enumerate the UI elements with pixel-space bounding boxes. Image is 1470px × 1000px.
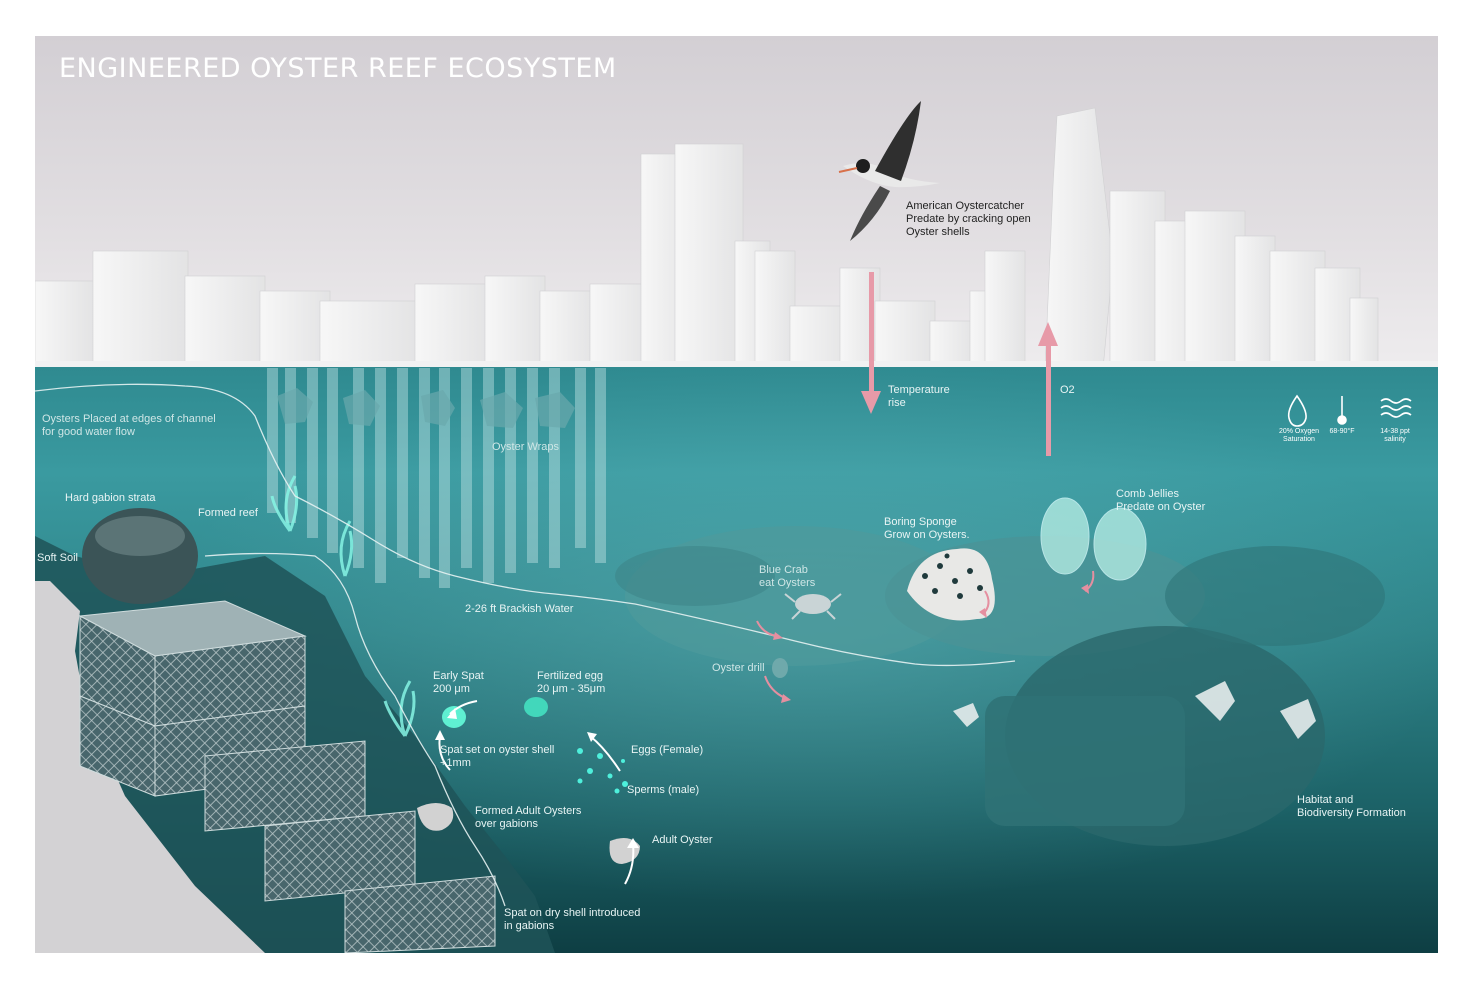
label-hard-gabion: Hard gabion strata bbox=[65, 492, 156, 505]
condition-icons bbox=[1287, 394, 1412, 427]
label-spat-dry-shell: Spat on dry shell introduced in gabions bbox=[504, 907, 640, 933]
label-comb-jellies: Comb Jellies Predate on Oyster bbox=[1116, 488, 1205, 514]
label-boring-sponge: Boring Sponge Grow on Oysters. bbox=[884, 516, 970, 542]
diagram-title: ENGINEERED OYSTER REEF ECOSYSTEM bbox=[59, 53, 617, 84]
label-sperms-male: Sperms (male) bbox=[627, 784, 699, 797]
label-temperature-line: Temperature bbox=[888, 384, 950, 396]
label-eggs-line: Eggs (Female) bbox=[631, 744, 704, 756]
label-oyster-drill-line: Oyster drill bbox=[712, 662, 765, 674]
label-habitat-line: Biodiversity Formation bbox=[1297, 807, 1406, 819]
reef-mounds bbox=[615, 526, 1385, 846]
label-formed-reef-line: Formed reef bbox=[198, 507, 258, 519]
oxygen-label-line: Saturation bbox=[1283, 436, 1315, 443]
label-spat-dry-line: Spat on dry shell introduced bbox=[504, 907, 641, 919]
label-formed-adult-line: over gabions bbox=[475, 818, 538, 830]
label-soft-soil-line: Soft Soil bbox=[37, 552, 78, 564]
label-oystercatcher-line: Oyster shells bbox=[906, 226, 970, 238]
label-formed-adult-line: Formed Adult Oysters bbox=[475, 805, 582, 817]
label-spat-set-line: +1mm bbox=[440, 757, 471, 769]
label-oyster-wraps: Oyster Wraps bbox=[492, 441, 559, 454]
label-fertilized-egg: Fertilized egg 20 μm - 35μm bbox=[537, 670, 605, 696]
label-brackish-line: 2-26 ft Brackish Water bbox=[465, 603, 574, 615]
comb-jellies bbox=[1040, 497, 1147, 581]
label-oyster-drill: Oyster drill bbox=[712, 662, 765, 675]
sperm-egg-particles bbox=[577, 748, 628, 794]
label-spat-set-line: Spat set on oyster shell bbox=[440, 744, 555, 756]
label-channel: Oysters Placed at edges of channel for g… bbox=[42, 413, 216, 439]
oystercatcher-bird bbox=[838, 101, 940, 241]
label-oystercatcher: American Oystercatcher Predate by cracki… bbox=[906, 200, 1031, 239]
label-oystercatcher-line: Predate by cracking open bbox=[906, 213, 1031, 225]
label-temperature: Temperature rise bbox=[888, 384, 950, 410]
glowing-seaweed bbox=[270, 475, 416, 737]
temperature-arrow bbox=[861, 272, 881, 414]
label-boring-sponge-line: Grow on Oysters. bbox=[884, 529, 970, 541]
label-boring-sponge-line: Boring Sponge bbox=[884, 516, 957, 528]
oxygen-drop-icon-label: 20% Oxygen Saturation bbox=[1277, 428, 1321, 444]
label-early-spat: Early Spat 200 μm bbox=[433, 670, 484, 696]
label-formed-reef: Formed reef bbox=[198, 507, 258, 520]
label-eggs-female: Eggs (Female) bbox=[631, 744, 703, 757]
salinity-label-line: salinity bbox=[1384, 436, 1406, 443]
label-o2: O2 bbox=[1060, 384, 1075, 397]
label-sperms-line: Sperms (male) bbox=[627, 784, 700, 796]
label-hard-gabion-line: Hard gabion strata bbox=[65, 492, 156, 504]
label-spat-dry-line: in gabions bbox=[504, 920, 555, 932]
salinity-label-line: 14-38 ppt bbox=[1380, 428, 1410, 435]
label-spat-set: Spat set on oyster shell +1mm bbox=[440, 744, 554, 770]
label-channel-line: Oysters Placed at edges of channel bbox=[42, 413, 216, 425]
label-adult-oyster: Adult Oyster bbox=[652, 834, 713, 847]
label-brackish-water: 2-26 ft Brackish Water bbox=[465, 603, 573, 616]
label-comb-jellies-line: Comb Jellies bbox=[1116, 488, 1179, 500]
oyster-wrap-piles bbox=[267, 368, 606, 588]
label-oystercatcher-line: American Oystercatcher bbox=[906, 200, 1024, 212]
label-early-spat-line: 200 μm bbox=[433, 683, 470, 695]
label-blue-crab-line: eat Oysters bbox=[759, 577, 816, 589]
waves-icon-label: 14-38 ppt salinity bbox=[1373, 428, 1417, 444]
label-temperature-line: rise bbox=[888, 397, 906, 409]
label-soft-soil: Soft Soil bbox=[37, 552, 78, 565]
label-habitat-line: Habitat and bbox=[1297, 794, 1354, 806]
label-early-spat-line: Early Spat bbox=[433, 670, 484, 682]
label-fertilized-egg-line: 20 μm - 35μm bbox=[537, 683, 606, 695]
label-o2-line: O2 bbox=[1060, 384, 1075, 396]
label-blue-crab-line: Blue Crab bbox=[759, 564, 808, 576]
label-oyster-wraps-line: Oyster Wraps bbox=[492, 441, 560, 453]
temp-label-line: 68-90°F bbox=[1329, 428, 1355, 435]
city-skyline bbox=[35, 107, 1438, 370]
label-formed-adult-oysters: Formed Adult Oysters over gabions bbox=[475, 805, 581, 831]
underwater-scene bbox=[35, 101, 1412, 953]
label-channel-line: for good water flow bbox=[42, 426, 135, 438]
label-blue-crab: Blue Crab eat Oysters bbox=[759, 564, 815, 590]
label-adult-oyster-line: Adult Oyster bbox=[652, 834, 713, 846]
label-fertilized-egg-line: Fertilized egg bbox=[537, 670, 604, 682]
thermometer-icon-label: 68-90°F bbox=[1325, 428, 1359, 436]
oxygen-label-line: 20% Oxygen bbox=[1278, 428, 1320, 435]
o2-arrow bbox=[1038, 322, 1058, 456]
gabion-baskets bbox=[78, 600, 496, 953]
label-habitat: Habitat and Biodiversity Formation bbox=[1297, 794, 1406, 820]
label-comb-jellies-line: Predate on Oyster bbox=[1116, 501, 1206, 513]
diagram-frame: ENGINEERED OYSTER REEF ECOSYSTEM America… bbox=[35, 36, 1438, 953]
